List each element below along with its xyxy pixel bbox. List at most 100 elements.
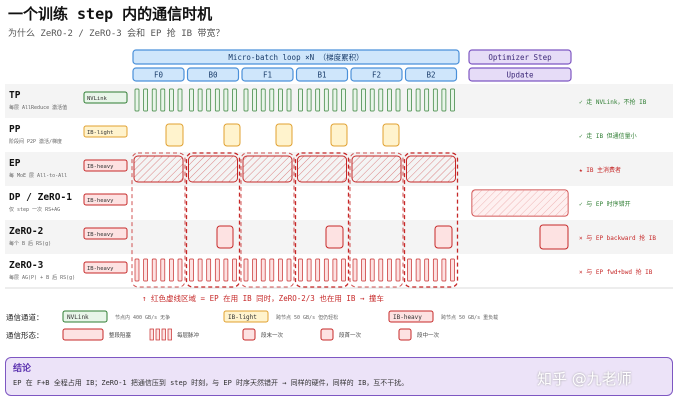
- legend-shape-pulse: [161, 328, 166, 341]
- pp-transfer-box: [223, 123, 241, 147]
- link-badge-label-z3: IB-heavy: [87, 266, 114, 272]
- pp-transfer-box: [382, 123, 400, 147]
- update-label: Update: [506, 71, 534, 80]
- tp-pulse: [177, 88, 183, 112]
- link-badge-z3: [83, 261, 128, 274]
- tp-pulse: [223, 88, 229, 112]
- tp-pulse: [395, 88, 401, 112]
- row-note-z3: × 与 EP fwd+bwd 抢 IB: [579, 268, 653, 276]
- row-desc-pp: 阶段间 P2P 激活/梯度: [9, 138, 62, 145]
- pp-transfer-box: [165, 123, 184, 147]
- tp-pulse: [260, 88, 266, 112]
- zero3-pulse: [232, 258, 237, 282]
- zero3-pulse: [387, 258, 392, 282]
- link-badge-pp: [83, 125, 128, 138]
- zero3-pulse: [243, 258, 249, 282]
- legend-channel-label-heavy: IB-heavy: [393, 314, 422, 321]
- conflict-note: ↑ 红色虚线区域 = EP 在用 IB 同时，ZeRO-2/3 也在用 IB →…: [142, 294, 384, 303]
- conclusion-text: EP 在 F+B 全程占用 IB；ZeRO-1 把通信压到 step 时刻，与 …: [13, 379, 409, 387]
- row-name-pp: PP: [9, 124, 21, 135]
- tp-pulse: [378, 88, 384, 112]
- legend-shape-label-3: 段首一次: [339, 331, 362, 339]
- row-note-dp: ✓ 与 EP 时序错开: [579, 200, 631, 208]
- step-label-F1: F1: [263, 71, 272, 80]
- legend-channels-title: 通信通道：: [6, 313, 44, 322]
- tp-pulse: [441, 88, 447, 112]
- legend-shape-label-4: 段中一次: [417, 331, 440, 339]
- legend-shape-pulse: [167, 328, 172, 341]
- conclusion-panel: 结论 EP 在 F+B 全程占用 IB；ZeRO-1 把通信压到 step 时刻…: [5, 357, 673, 396]
- zero3-pulse: [269, 258, 275, 282]
- zero3-pulse: [323, 258, 329, 282]
- step-box-F0: [132, 67, 185, 82]
- microbatch-label: Micro-batch loop ×N （梯度累积）: [228, 52, 363, 62]
- page-subtitle: 为什么 ZeRO-2 / ZeRO-3 会和 EP 抢 IB 带宽？: [8, 29, 225, 39]
- row-desc-z3: 每层 AG(P) + B 后 RS(g): [9, 274, 75, 281]
- link-badge-label-ep: IB-heavy: [87, 164, 114, 170]
- row-name-z2: ZeRO-2: [9, 226, 43, 237]
- row-name-dp: DP / ZeRO-1: [9, 192, 72, 203]
- legend-channel-desc-light: 跨节点 50 GB/s 但仍轻松: [276, 314, 338, 321]
- step-label-F0: F0: [154, 71, 164, 80]
- conclusion-title: 结论: [13, 364, 32, 374]
- zero3-pulse: [206, 258, 212, 282]
- tp-pulse: [160, 88, 166, 112]
- step-box-B2: [404, 67, 458, 82]
- zero3-pulse: [278, 258, 283, 282]
- tp-pulse: [407, 88, 412, 112]
- tp-pulse: [424, 88, 430, 112]
- link-badge-ep: [83, 159, 128, 172]
- zero3-pulse: [306, 258, 312, 282]
- row-note-tp: ✓ 走 NVLink，不抢 IB: [579, 98, 647, 106]
- row-desc-tp: 每层 AllReduce 激活值: [9, 104, 67, 111]
- ep-block: [297, 155, 347, 183]
- zero3-pulse: [223, 258, 229, 282]
- legend-channel-nvlink: [62, 310, 108, 323]
- legend-shape-pulse: [155, 328, 160, 341]
- row-desc-ep: 每 MoE 层 All-to-All: [9, 172, 67, 179]
- watermark: 知乎 @九老师: [537, 370, 632, 388]
- tp-pulse: [323, 88, 329, 112]
- tp-pulse: [197, 88, 203, 112]
- zero3-pulse: [169, 258, 174, 282]
- tp-pulse: [369, 88, 375, 112]
- ep-block: [133, 155, 184, 183]
- optimizer-label: Optimizer Step: [488, 53, 552, 62]
- tp-pulse: [387, 88, 392, 112]
- tp-pulse: [450, 88, 455, 112]
- legend-channel-label-nvlink: NVLink: [67, 314, 89, 321]
- link-badge-dp: [83, 193, 128, 206]
- zero3-pulse: [252, 258, 257, 282]
- zero3-pulse: [441, 258, 447, 282]
- zero3-pulse: [369, 258, 375, 282]
- row-desc-dp: 仅 step 一次 RS+AG: [9, 206, 60, 213]
- legend-shape-label-1: 每层脉冲: [177, 331, 200, 339]
- zero3-pulse: [361, 258, 366, 282]
- row-name-ep: EP: [9, 158, 21, 169]
- link-badge-label-pp: IB-light: [87, 130, 114, 136]
- step-label-F2: F2: [372, 71, 381, 80]
- zero3-pulse: [189, 258, 194, 282]
- tp-pulse: [134, 88, 140, 112]
- zero3-pulse: [341, 258, 346, 282]
- step-box-B1: [295, 67, 349, 82]
- link-badge-tp: [83, 91, 128, 104]
- legend-channel-heavy: [388, 310, 434, 323]
- step-label-B0: B0: [208, 71, 218, 80]
- tp-pulse: [214, 88, 220, 112]
- link-badge-label-tp: NVLink: [87, 96, 108, 102]
- zero2-rs-box: [325, 225, 344, 249]
- legend-channel-desc-nvlink: 节点内 400 GB/s 无争: [115, 314, 170, 321]
- tp-pulse: [352, 88, 358, 112]
- link-badge-label-dp: IB-heavy: [87, 198, 114, 204]
- legend-shapes-title: 通信形态：: [6, 331, 44, 340]
- ep-block: [351, 155, 402, 183]
- tp-pulse: [286, 88, 292, 112]
- zero3-pulse: [450, 258, 455, 282]
- tp-pulse: [206, 88, 212, 112]
- zero3-pulse: [143, 258, 148, 282]
- zero3-pulse: [407, 258, 412, 282]
- tp-pulse: [361, 88, 366, 112]
